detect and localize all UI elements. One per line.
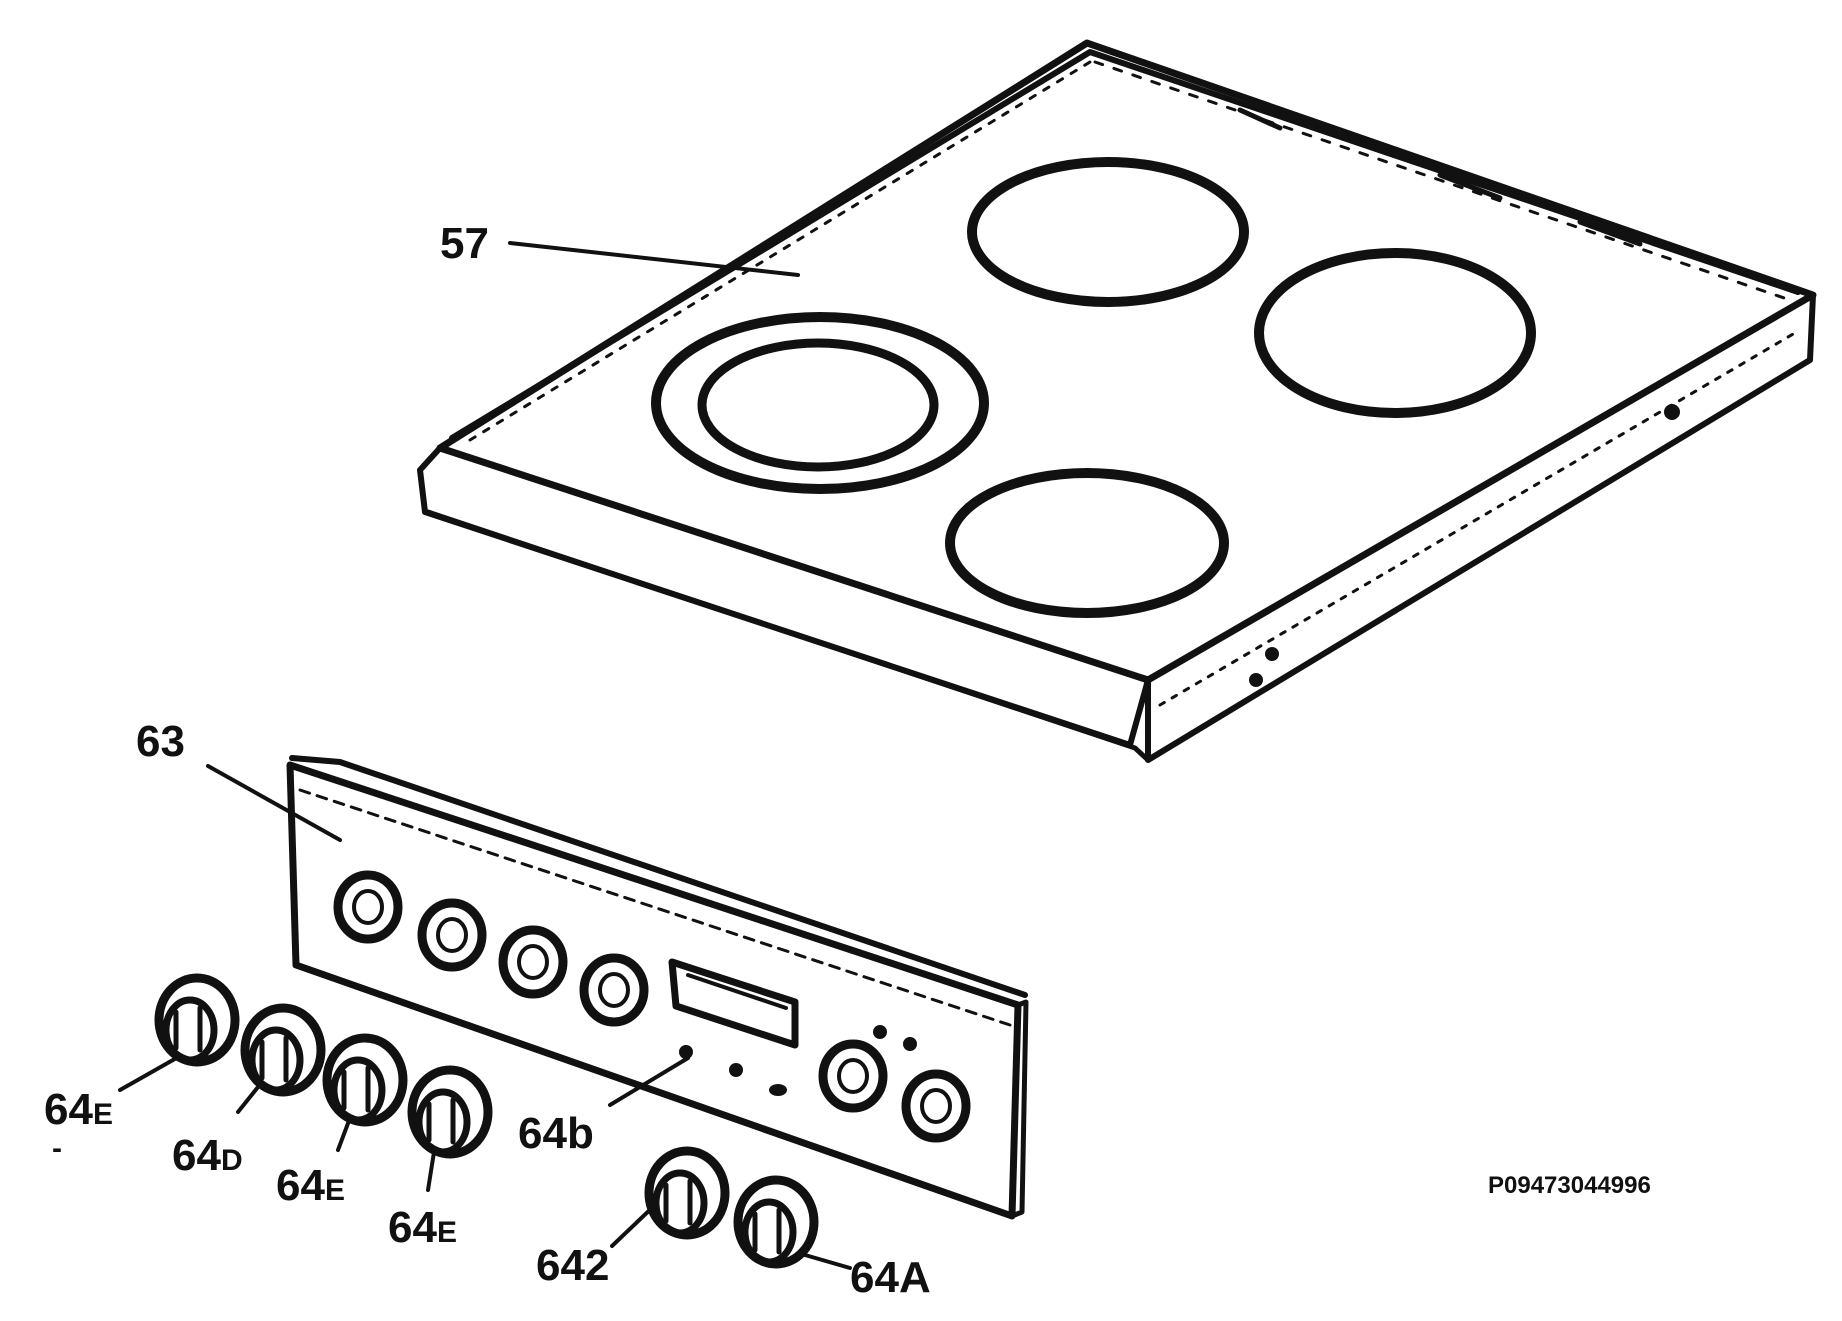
part-label-knob-2: 64D bbox=[172, 1131, 243, 1180]
cooking-zone-front-left-inner bbox=[697, 338, 939, 472]
cooking-zone-front-left-outer bbox=[651, 312, 989, 494]
hob-front-edge-bottom bbox=[425, 509, 1151, 763]
timer-display-inner bbox=[686, 973, 788, 1010]
control-knob-1 bbox=[118, 973, 240, 1092]
hob-fixing-hole bbox=[1664, 404, 1680, 420]
leader-line-64b bbox=[608, 1056, 690, 1107]
timer-display-window bbox=[668, 958, 799, 1049]
part-label-knob-6: 64A bbox=[850, 1253, 931, 1302]
part-label-63: 63 bbox=[136, 717, 185, 766]
hob-fixing-hole bbox=[1265, 647, 1279, 661]
hob-rear-detail bbox=[1237, 107, 1283, 131]
control-panel-side-edge bbox=[1009, 999, 1029, 1219]
cooking-zone-front-right bbox=[945, 468, 1229, 618]
leader-line-knob-4 bbox=[426, 1150, 436, 1192]
part-label-knob-3: 64E bbox=[276, 1161, 345, 1210]
control-knob-3 bbox=[322, 1033, 408, 1152]
indicator-lamp bbox=[903, 1037, 917, 1051]
cooking-zone-rear-left bbox=[967, 157, 1249, 307]
knob-hole bbox=[333, 870, 403, 944]
leader-line-knob-3 bbox=[336, 1116, 352, 1152]
leader-line-63 bbox=[206, 764, 342, 842]
control-knob-2 bbox=[236, 1003, 326, 1114]
part-label-knob-1: 64E bbox=[44, 1085, 113, 1134]
knob-hole bbox=[818, 1039, 888, 1113]
hob-rear-rim bbox=[449, 49, 1801, 441]
control-knob-4 bbox=[407, 1065, 493, 1192]
control-knob-5 bbox=[610, 1146, 730, 1248]
hob-fixing-hole bbox=[1249, 673, 1263, 687]
control-knob-6 bbox=[733, 1175, 852, 1270]
figure-code: P09473044996 bbox=[1488, 1172, 1651, 1199]
hob-front-edge bbox=[417, 445, 1151, 748]
stray-dash-mark: - bbox=[52, 1132, 62, 1165]
hob-right-edge bbox=[1145, 292, 1816, 763]
hob-rim-texture-right bbox=[1093, 60, 1792, 302]
leader-line-knob-5 bbox=[610, 1203, 657, 1248]
knob-hole bbox=[901, 1069, 971, 1143]
knob-hole bbox=[417, 898, 487, 972]
control-panel bbox=[206, 755, 1029, 1220]
part-label-64b: 64b bbox=[518, 1109, 594, 1158]
control-panel-top-lip bbox=[289, 755, 1028, 998]
indicator-lamp-64b bbox=[679, 1045, 693, 1059]
part-label-knob-5: 642 bbox=[536, 1241, 609, 1290]
hob-right-edge-texture bbox=[1158, 328, 1802, 707]
leader-line-knob-1 bbox=[118, 1054, 182, 1092]
indicator-lamp bbox=[873, 1025, 887, 1039]
leader-line-knob-2 bbox=[236, 1080, 264, 1114]
part-label-knob-4: 64E bbox=[388, 1203, 457, 1252]
ceramic-hob bbox=[417, 39, 1817, 763]
leader-line-57 bbox=[508, 241, 800, 277]
knob-hole bbox=[498, 925, 568, 999]
hob-rear-detail bbox=[1577, 219, 1643, 247]
control-panel-top-lip-detail bbox=[298, 788, 1012, 1027]
part-label-57: 57 bbox=[440, 219, 489, 268]
knob-hole bbox=[579, 953, 649, 1027]
indicator-lamp bbox=[769, 1084, 787, 1096]
cooking-zone-rear-right bbox=[1254, 248, 1536, 418]
leader-line-knob-6 bbox=[803, 1253, 852, 1270]
indicator-lamp bbox=[729, 1063, 743, 1077]
hob-rear-detail bbox=[1437, 172, 1503, 201]
hob-rim-texture-left bbox=[468, 60, 1092, 442]
